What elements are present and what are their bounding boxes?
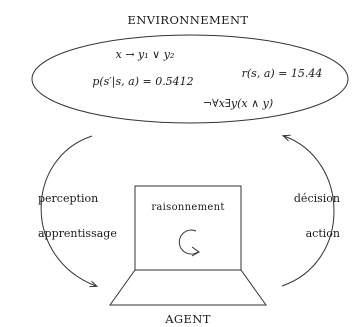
formula-implication: x → y₁ ∨ y₂ [116,48,175,61]
agent-screen [134,185,242,271]
action-arrow [281,136,335,287]
label-apprentissage: apprentissage [38,227,117,240]
formula-logic: ¬∀x∃y(x ∧ y) [203,97,273,110]
label-raisonnement: raisonnement [151,202,224,213]
label-action: action [306,227,340,240]
environment-ellipse [31,34,349,124]
agent-title: AGENT [164,312,211,326]
reasoning-loop-icon [178,229,200,257]
agent-keyboard-base [109,269,267,306]
formula-transition: p(s′|s, a) = 0.5412 [92,75,193,89]
environment-title: ENVIRONNEMENT [127,13,248,27]
perception-arrow [40,135,96,286]
formula-reward: r(s, a) = 15.44 [242,67,323,80]
label-perception: perception [38,192,98,205]
label-decision: décision [294,192,340,205]
